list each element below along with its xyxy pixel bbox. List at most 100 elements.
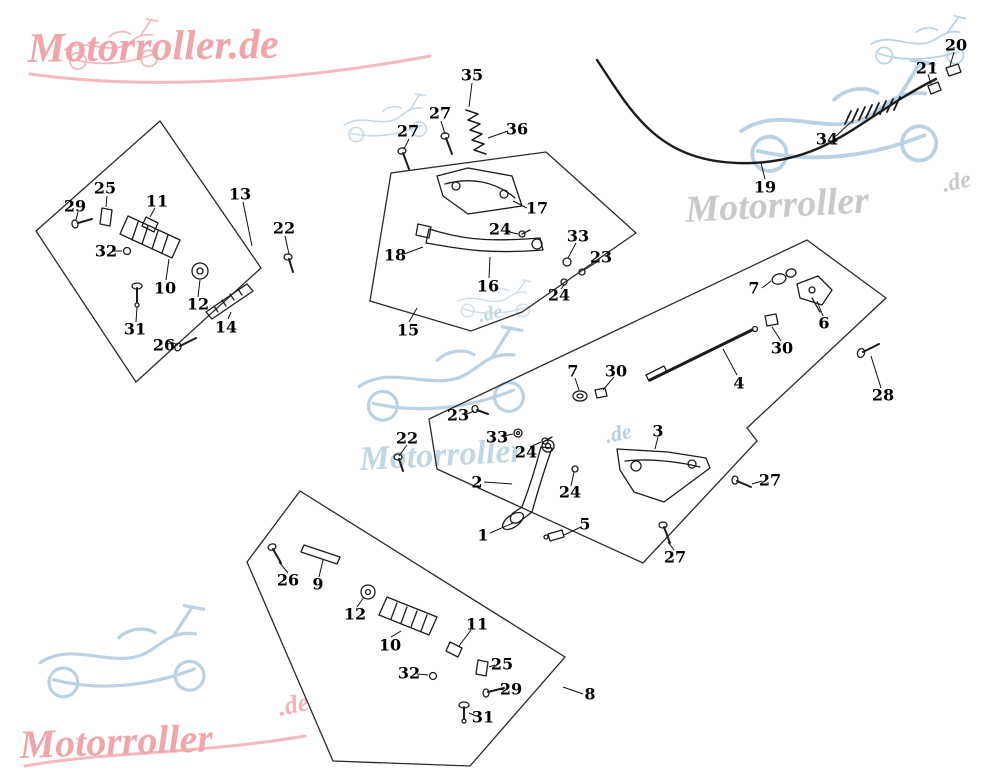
part-drawing [487, 687, 505, 693]
part-number-label: 33 [567, 227, 589, 246]
leader-line [499, 688, 505, 691]
leader-line [870, 355, 882, 389]
part-number-label: 8 [584, 685, 595, 704]
part-number-label: 7 [748, 279, 759, 298]
part-drawing [844, 110, 852, 125]
scooter-body-icon [515, 278, 532, 294]
part-drawing [122, 246, 132, 256]
part-drawing [893, 96, 901, 111]
leader-line [75, 211, 79, 221]
part-number-label: 36 [506, 120, 528, 139]
part-drawing [482, 688, 490, 698]
leader-line [408, 307, 418, 323]
watermark-text: .de [275, 687, 311, 722]
part-drawing [425, 228, 544, 253]
part-drawing [141, 216, 159, 233]
part-drawing [213, 305, 219, 313]
part-number-label: 32 [95, 242, 117, 261]
leader-line [562, 686, 584, 695]
leader-line [398, 444, 408, 457]
part-drawing [360, 584, 376, 600]
leader-line [197, 279, 201, 298]
leader-line [949, 51, 955, 67]
leader-line [105, 195, 108, 208]
part-drawing [811, 297, 821, 313]
leader-line [242, 201, 253, 247]
part-drawing [751, 325, 759, 333]
part-number-label: 15 [397, 321, 419, 340]
scooter-body-icon [409, 93, 426, 111]
scooter-body-icon [915, 26, 939, 34]
part-drawing [465, 109, 487, 155]
part-number-label: 26 [153, 336, 175, 355]
part-number-label: 32 [398, 664, 420, 683]
part-drawing [471, 404, 479, 414]
watermark-text: .de [476, 300, 504, 327]
leader-line [512, 200, 528, 209]
part-drawing [119, 215, 181, 259]
leader-line [318, 559, 324, 578]
part-drawing [445, 641, 463, 658]
part-drawing [515, 430, 521, 436]
part-drawing [134, 302, 140, 308]
part-drawing [736, 480, 752, 488]
part-drawing [576, 393, 584, 399]
part-drawing [436, 167, 523, 215]
leader-line [487, 130, 509, 139]
logo-swash [23, 734, 307, 768]
scooter-wheel-icon [348, 126, 365, 143]
leader-line [278, 561, 289, 574]
part-drawing [179, 337, 197, 347]
part-drawing [161, 234, 169, 254]
part-number-label: 23 [590, 248, 612, 267]
part-drawing [731, 475, 739, 485]
scooter-body-icon [108, 30, 132, 38]
part-number-label: 29 [500, 680, 522, 699]
part-drawing [645, 365, 668, 382]
part-number-label: 9 [312, 575, 323, 594]
scooter-watermark-icon [357, 325, 525, 422]
part-drawing [865, 104, 873, 119]
leader-line [654, 436, 659, 450]
scooter-body-icon [171, 603, 206, 639]
part-drawing [428, 671, 438, 681]
part-number-label: 24 [515, 443, 537, 462]
part-number-label: 24 [559, 483, 581, 502]
part-number-label: 30 [605, 362, 627, 381]
leader-line [227, 311, 232, 320]
part-drawing [402, 152, 410, 170]
part-number-label: 20 [945, 36, 967, 55]
part-drawing [513, 428, 523, 438]
part-number-label: 34 [816, 130, 838, 149]
part-drawing [851, 108, 859, 123]
part-drawing [531, 238, 543, 250]
part-drawing [191, 262, 209, 280]
part-drawing [283, 253, 293, 261]
part-number-label: 22 [396, 429, 418, 448]
scooter-body-icon [492, 288, 510, 293]
part-drawing [390, 602, 398, 620]
part-drawing [571, 465, 579, 473]
watermark-text: Motorroller [683, 179, 871, 231]
part-drawing [785, 268, 797, 278]
part-drawing [501, 511, 525, 531]
part-drawing [77, 218, 93, 224]
part-number-label: 30 [771, 339, 793, 358]
leader-line [458, 629, 472, 647]
watermark-text: Motorroller [18, 715, 214, 767]
scooter-wheel-icon [366, 389, 399, 422]
leader-line [563, 526, 582, 536]
part-drawing [393, 453, 403, 461]
part-drawing [879, 100, 887, 115]
leader-line [560, 284, 565, 290]
part-drawing [541, 439, 555, 453]
scooter-body-icon [371, 388, 515, 411]
part-drawing [272, 548, 282, 564]
part-drawing [398, 458, 404, 472]
part-drawing [415, 223, 432, 239]
part-drawing [196, 267, 204, 275]
leader-line [761, 280, 772, 289]
part-number-label: 11 [466, 615, 488, 634]
part-drawing [521, 229, 531, 235]
